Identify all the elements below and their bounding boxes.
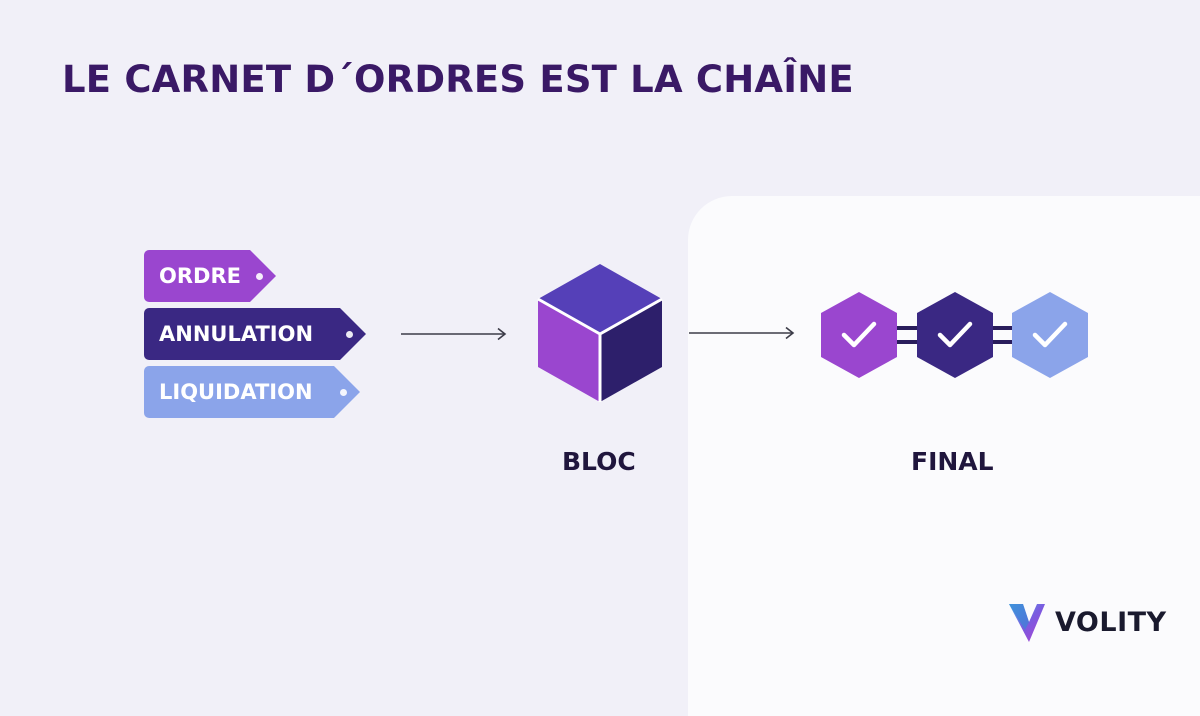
chain-block-1 bbox=[821, 292, 897, 378]
tag-ordre-label: ORDRE bbox=[159, 264, 241, 288]
volity-logo-mark-icon bbox=[1009, 604, 1045, 642]
volity-logo: VOLITY bbox=[1007, 600, 1167, 644]
tag-liquidation-label: LIQUIDATION bbox=[159, 380, 313, 404]
block-label: BLOC bbox=[562, 447, 636, 476]
arrow-right-icon bbox=[401, 327, 507, 341]
chain-block-2 bbox=[917, 292, 993, 378]
tag-annulation-label: ANNULATION bbox=[159, 322, 314, 346]
tag-liquidation: LIQUIDATION bbox=[144, 366, 360, 418]
tag-ordre: ORDRE bbox=[144, 250, 276, 302]
check-icon bbox=[937, 321, 973, 348]
arrow-right-icon bbox=[689, 326, 795, 340]
check-icon bbox=[1032, 321, 1068, 348]
logo-text: VOLITY bbox=[1055, 606, 1167, 638]
check-icon bbox=[841, 321, 877, 348]
page-title: LE CARNET D´ORDRES EST LA CHAÎNE bbox=[62, 58, 854, 101]
tag-hole-icon bbox=[346, 331, 353, 338]
chain-block-3 bbox=[1012, 292, 1088, 378]
tag-annulation: ANNULATION bbox=[144, 308, 366, 360]
block-cube-icon bbox=[537, 264, 663, 402]
tag-hole-icon bbox=[340, 389, 347, 396]
final-label: FINAL bbox=[911, 447, 994, 476]
finalized-chain bbox=[821, 292, 1088, 378]
final-background-panel bbox=[688, 196, 1200, 716]
tag-hole-icon bbox=[256, 273, 263, 280]
